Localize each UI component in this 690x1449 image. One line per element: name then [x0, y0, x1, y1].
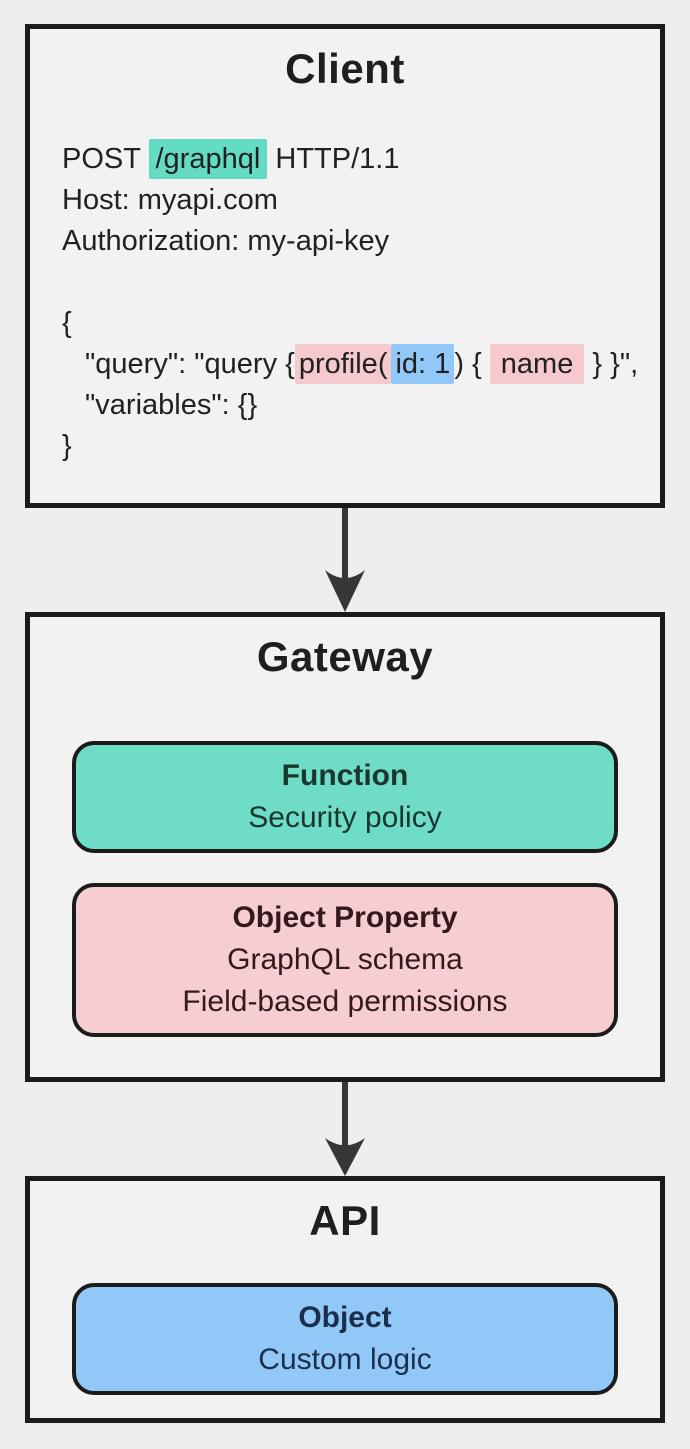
json-open-brace: {: [62, 307, 72, 339]
name-field-highlight: name: [489, 344, 585, 384]
client-title: Client: [285, 45, 405, 92]
object-property-card: Object Property GraphQL schema Field-bas…: [72, 883, 618, 1037]
query-prefix: "query": "query {: [85, 348, 295, 380]
variables-line: "variables": {}: [85, 389, 258, 421]
request-line: POST /graphql HTTP/1.1: [62, 139, 660, 180]
query-suffix: } }",: [584, 348, 639, 380]
object-card: Object Custom logic: [72, 1283, 618, 1395]
gateway-to-api-arrow: [323, 1082, 367, 1176]
id-argument-highlight: id: 1: [391, 344, 455, 384]
request-line: Authorization: my-api-key: [62, 225, 390, 257]
http-request: POST /graphql HTTP/1.1 Host: myapi.com A…: [30, 139, 660, 467]
client-box: Client POST /graphql HTTP/1.1 Host: myap…: [25, 24, 665, 508]
object-property-card-title: Object Property: [232, 901, 458, 934]
request-line: Host: myapi.com: [62, 184, 278, 216]
profile-field-highlight: profile(: [294, 344, 392, 384]
down-arrow-icon: [325, 1082, 365, 1176]
object-property-card-line: Field-based permissions: [182, 985, 508, 1018]
object-card-title: Object: [298, 1301, 392, 1334]
json-close-brace: }: [62, 430, 72, 462]
function-card: Function Security policy: [72, 741, 618, 853]
http-version: HTTP/1.1: [267, 143, 400, 175]
query-middle: ) {: [454, 348, 490, 380]
api-title: API: [309, 1197, 381, 1244]
graphql-path-highlight: /graphql: [148, 139, 268, 179]
api-box: API Object Custom logic: [25, 1176, 665, 1423]
function-card-title: Function: [281, 759, 409, 792]
object-property-card-line: GraphQL schema: [227, 943, 463, 976]
http-method: POST: [62, 143, 149, 175]
down-arrow-icon: [325, 508, 365, 612]
client-to-gateway-arrow: [323, 508, 367, 612]
function-card-line: Security policy: [248, 801, 442, 834]
gateway-box: Gateway Function Security policy Object …: [25, 612, 665, 1082]
object-card-line: Custom logic: [258, 1343, 432, 1376]
request-blank-line: [62, 262, 660, 303]
query-line: "query": "query {profile(id: 1) { name }…: [62, 344, 660, 385]
gateway-title: Gateway: [256, 633, 434, 680]
